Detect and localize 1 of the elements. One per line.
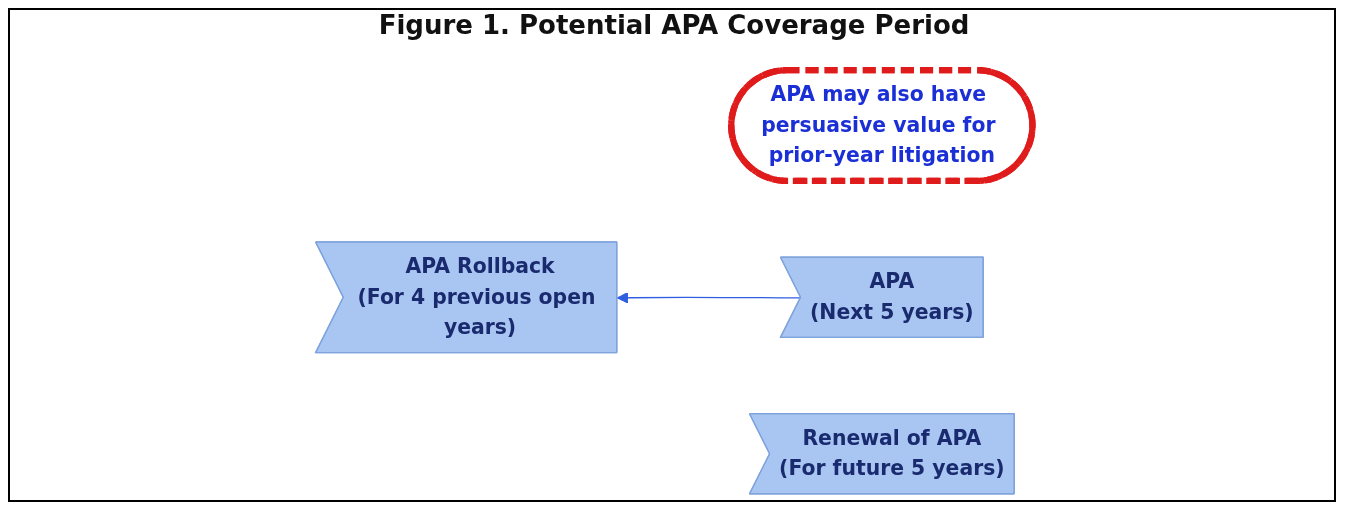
figure-title: Figure 1. Potential APA Coverage Period [377,10,971,40]
